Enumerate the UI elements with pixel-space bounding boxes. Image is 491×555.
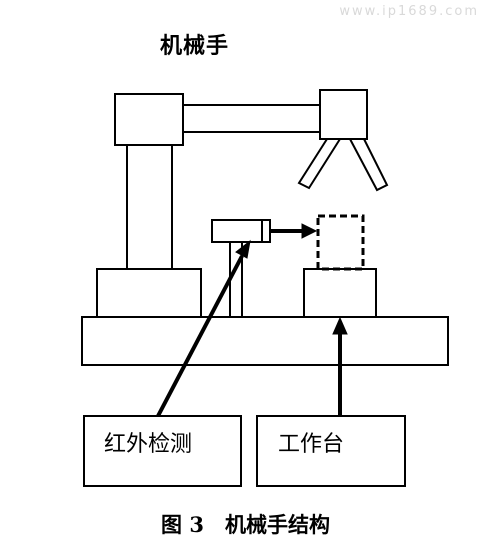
arm-vertical-column	[126, 144, 173, 270]
infrared-detection-label: 红外检测	[104, 432, 193, 457]
infrared-label-arrowhead	[235, 239, 251, 259]
worktable-label-arrowhead	[332, 316, 348, 335]
worktable-label-box	[256, 415, 406, 487]
arm-end-joint	[319, 89, 368, 140]
gripper-right-jaw	[349, 138, 389, 192]
worktable-label: 工作台	[278, 432, 345, 457]
worktable-block	[303, 268, 377, 318]
arm-horizontal-beam	[182, 104, 321, 133]
base-platform	[81, 316, 449, 366]
watermark: www.ip1689.com	[339, 4, 479, 19]
infrared-sensor-lens	[261, 219, 271, 243]
figure-caption: 图 3 机械手结构	[161, 512, 330, 537]
infrared-detection-label-box	[83, 415, 242, 487]
gripper-left-jaw	[297, 138, 341, 190]
infrared-sensor-housing	[211, 219, 263, 243]
arm-shoulder-joint	[114, 93, 184, 146]
infrared-label-arrow-line	[156, 255, 244, 417]
diagram-title: 机械手	[160, 34, 230, 59]
arm-base	[96, 268, 202, 318]
detected-object-outline	[316, 214, 365, 271]
sensor-to-object-arrowhead	[301, 223, 318, 239]
